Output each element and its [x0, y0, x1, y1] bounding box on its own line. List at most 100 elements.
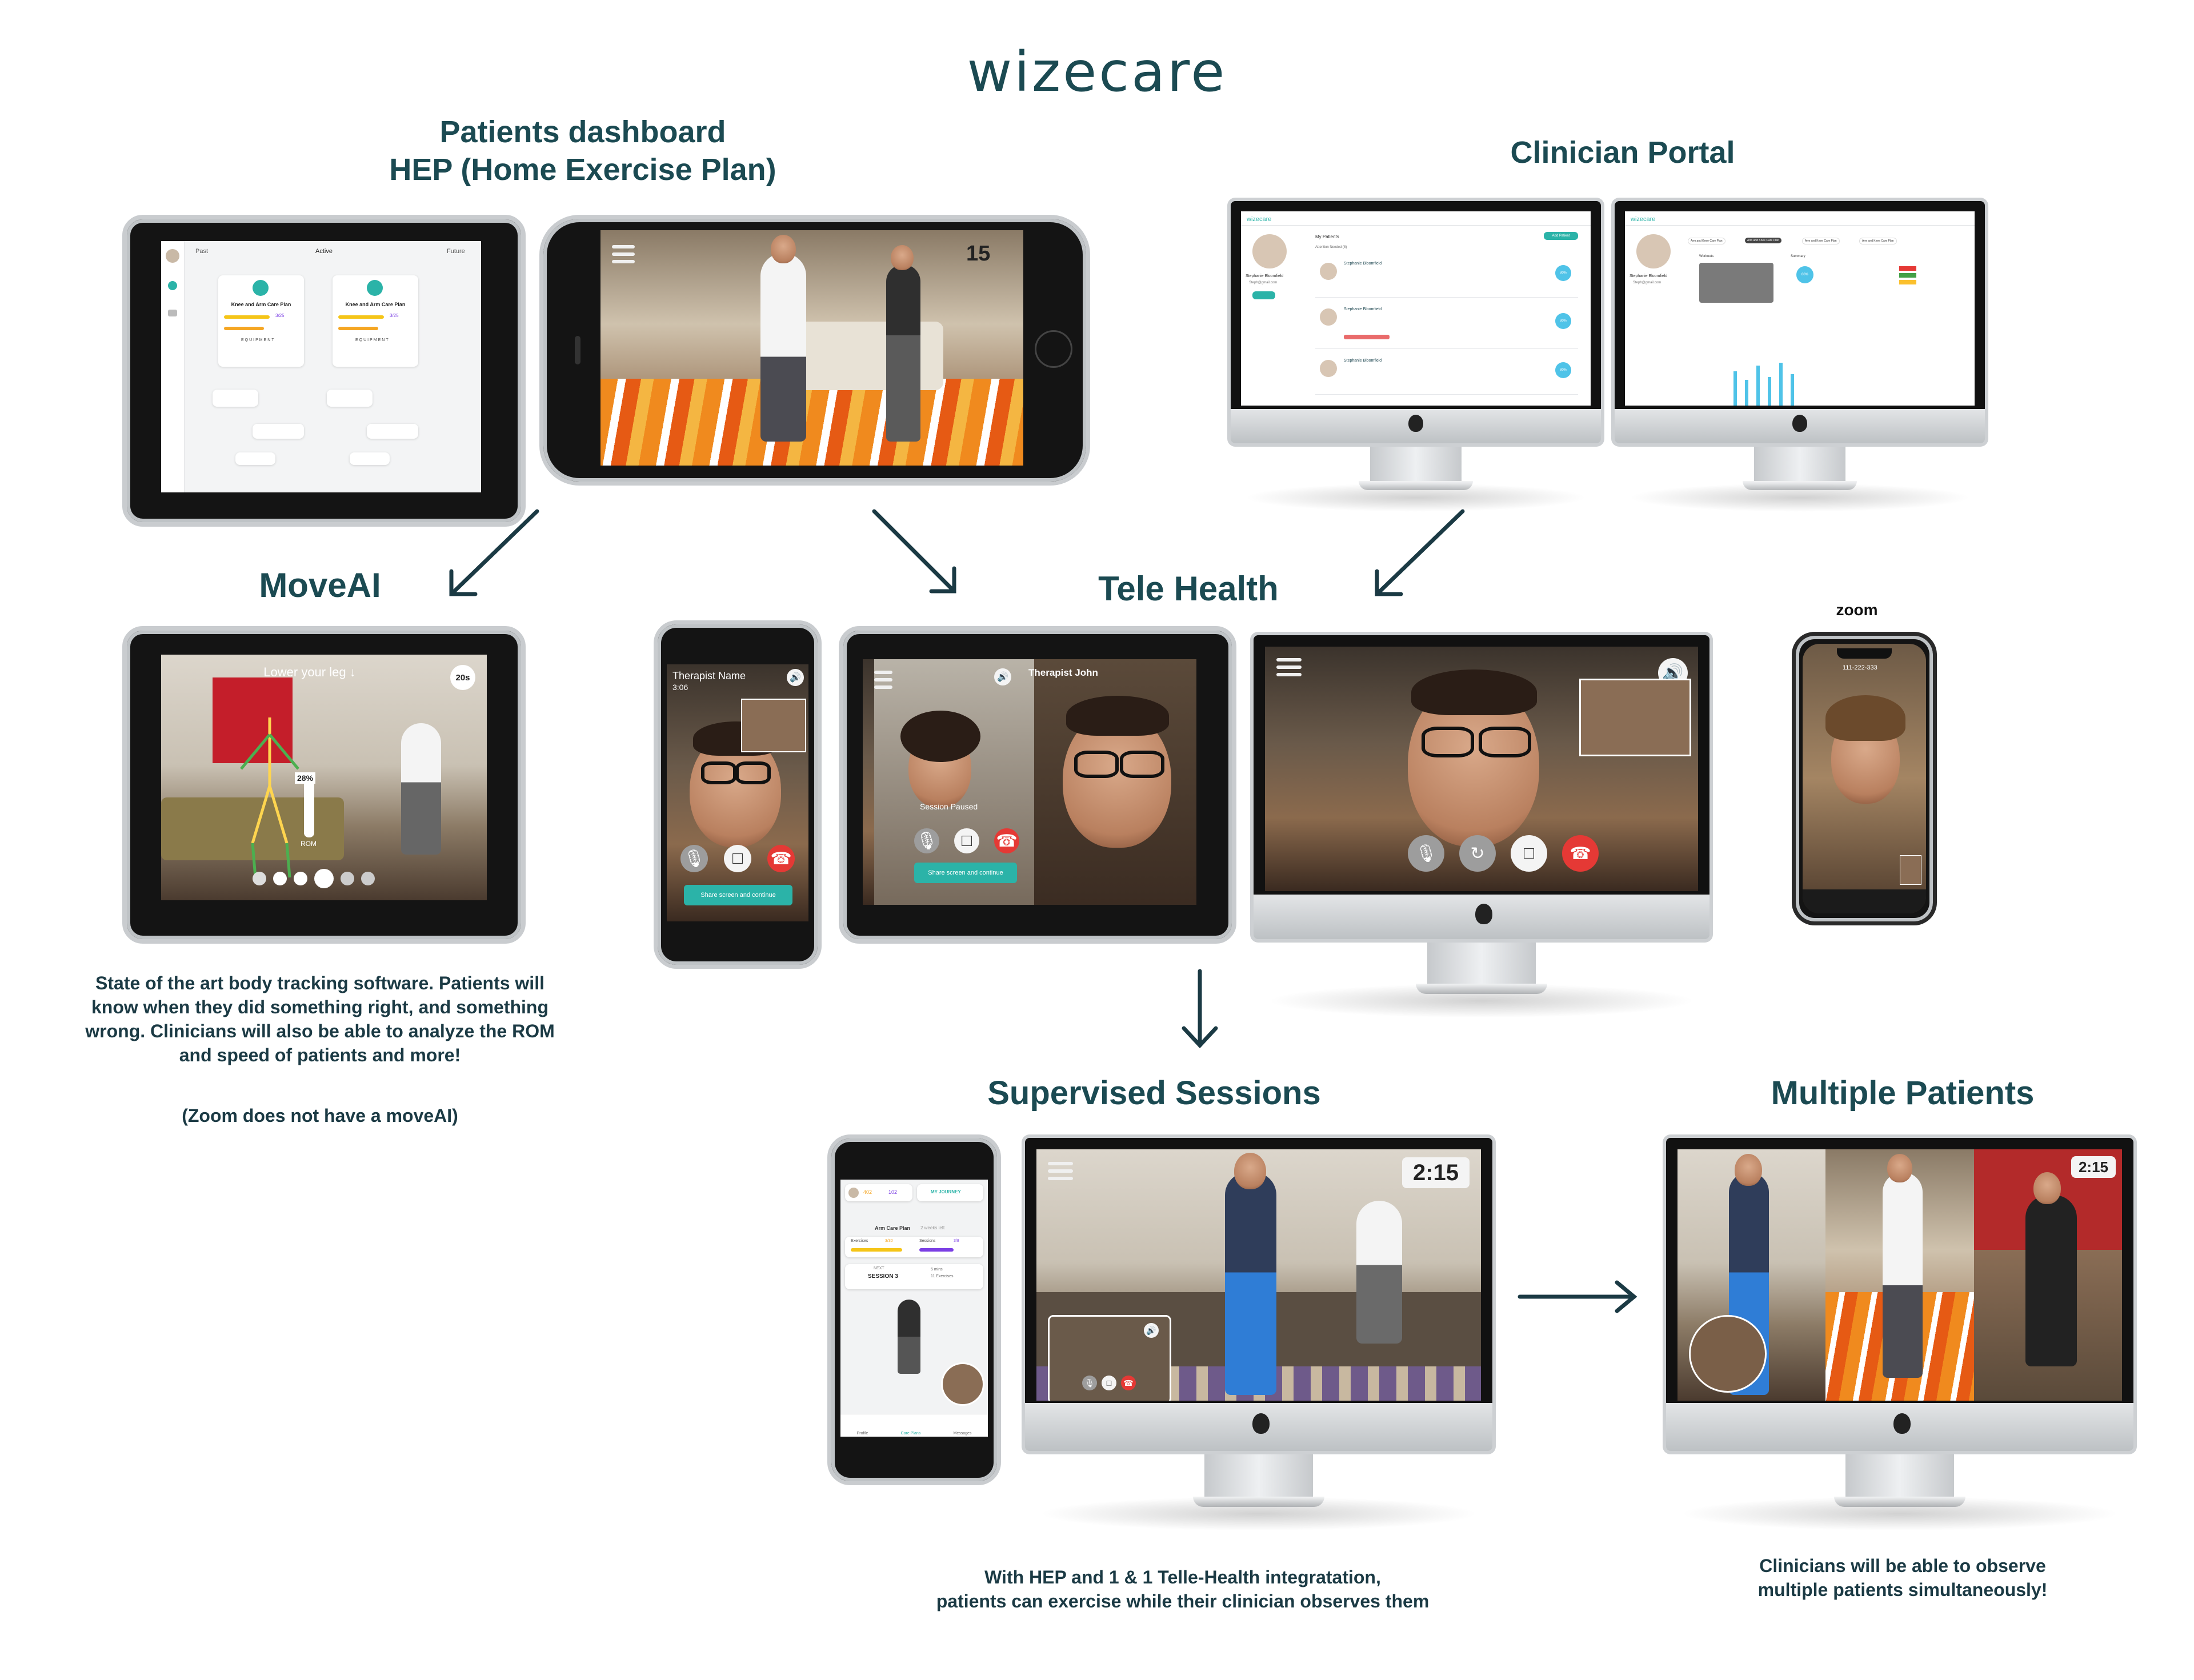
hangup-icon[interactable]: ☎	[1121, 1376, 1136, 1390]
message-icon[interactable]	[168, 310, 177, 316]
moveai-caption-line: wrong. Clinicians will also be able to a…	[85, 1021, 555, 1041]
row-avatar	[1320, 308, 1337, 326]
avatar[interactable]	[166, 249, 179, 263]
camera-icon[interactable]: □	[954, 828, 979, 853]
row-avatar	[1320, 360, 1337, 377]
nav-profile[interactable]: Profile	[856, 1432, 868, 1436]
plan-tab[interactable]: Arm and Knee Care Plan	[1802, 238, 1840, 244]
zoom-phone-screen: 111-222-333	[1803, 644, 1926, 913]
patient-email: Steph@gmail.com	[1249, 281, 1278, 284]
mute-icon[interactable]: 🎙	[914, 828, 939, 853]
session-card[interactable]	[350, 452, 390, 465]
wizecare-logo: wizecare	[967, 40, 1227, 104]
plan-icon	[253, 280, 269, 296]
step-dot	[341, 872, 354, 885]
patient-avatar	[1252, 234, 1287, 268]
portal-brand: wizecare	[1247, 216, 1272, 223]
week-card[interactable]	[367, 424, 418, 439]
nav-messages[interactable]: Messages	[953, 1432, 972, 1436]
plan-card[interactable]: Knee and Arm Care Plan 3/25 EQUIPMENT	[218, 275, 304, 367]
imac-stand	[1845, 1454, 1954, 1498]
share-screen-button[interactable]: Share screen and continue	[684, 885, 792, 905]
plan-name: Knee and Arm Care Plan	[231, 302, 291, 307]
hangup-icon[interactable]: ☎	[767, 845, 795, 872]
camera-icon[interactable]: □	[724, 845, 751, 872]
zoom-toolbar[interactable]	[1803, 889, 1926, 913]
self-view[interactable]	[1579, 679, 1691, 756]
next-session-card[interactable]: NEXT SESSION 3 5 mins 11 Exercises	[845, 1264, 983, 1289]
share-screen-button[interactable]: Share screen and continue	[914, 863, 1017, 883]
supervised-caption: With HEP and 1 & 1 Telle-Health integrat…	[914, 1565, 1451, 1613]
video-thumbnail[interactable]	[1699, 263, 1773, 303]
plan-name: Arm Care Plan	[875, 1225, 911, 1231]
mute-icon[interactable]: 🎙	[1408, 835, 1444, 872]
rom-percent: 28%	[295, 772, 316, 784]
rep-counter: 15	[966, 242, 991, 266]
therapist-bubble[interactable]	[941, 1362, 984, 1406]
imac-shadow	[1680, 1497, 2120, 1531]
speaker-icon[interactable]: 🔊	[1144, 1323, 1159, 1338]
imac-chin	[1227, 409, 1604, 447]
tele-tablet-screen: 🔊 Therapist John Session Paused 🎙 □ ☎ Sh…	[863, 659, 1196, 905]
plan-tab[interactable]: Arm and Knee Care Plan	[1745, 238, 1781, 243]
therapist-bubble[interactable]	[1689, 1315, 1767, 1393]
moveai-tablet: Lower your leg ↓ 20s 28% ROM	[122, 626, 526, 944]
exercise-figure	[898, 1300, 920, 1374]
tab-future[interactable]: Future	[447, 248, 465, 255]
caller-hair	[1825, 695, 1905, 741]
imac-bezel: 2:15 🎙 □ ☎ 🔊	[1022, 1134, 1496, 1406]
supervised-caption-line1: With HEP and 1 & 1 Telle-Health integrat…	[984, 1567, 1381, 1587]
hangup-icon[interactable]: ☎	[1562, 835, 1599, 872]
imac-shadow	[1039, 1497, 1479, 1531]
mute-icon[interactable]: 🎙	[680, 845, 708, 872]
progress-bar	[338, 327, 378, 330]
plan-card[interactable]: Knee and Arm Care Plan 3/25 EQUIPMENT	[333, 275, 418, 367]
week-card[interactable]	[327, 390, 373, 407]
row-name: Stephanie Bloomfield	[1344, 262, 1382, 266]
mute-icon[interactable]: 🎙	[1082, 1376, 1097, 1390]
tab-past[interactable]: Past	[195, 248, 209, 255]
speaker-icon[interactable]: 🔊	[994, 668, 1011, 685]
session-card[interactable]	[235, 452, 275, 465]
nav-care-plans[interactable]: Care Plans	[900, 1432, 921, 1436]
week-card[interactable]	[253, 424, 304, 439]
moveai-caption: State of the art body tracking software.…	[69, 971, 571, 1128]
patient-tile-2[interactable]	[1825, 1149, 1974, 1401]
patient-row[interactable]: Stephanie Bloomfield 80%	[1315, 257, 1578, 298]
portal-left-screen: wizecare Stephanie Bloomfield Steph@gmai…	[1241, 211, 1591, 406]
camera-icon[interactable]: □	[1511, 835, 1547, 872]
location-icon[interactable]	[168, 281, 177, 290]
share-icon[interactable]: ↻	[1459, 835, 1496, 872]
stats-card[interactable]: 402 102	[845, 1184, 912, 1201]
status-green	[1899, 273, 1916, 278]
add-patient-button[interactable]: Add Patient	[1544, 232, 1578, 240]
portal-brand: wizecare	[1631, 216, 1656, 223]
patient-row[interactable]: Stephanie Bloomfield 80%	[1315, 303, 1578, 349]
patient-figure	[1225, 1172, 1276, 1395]
multiple-patients-title: Multiple Patients	[1771, 1074, 2035, 1112]
plan-tab[interactable]: Arm and Knee Care Plan	[1859, 238, 1897, 244]
speaker-icon[interactable]: 🔊	[787, 669, 804, 686]
camera-icon[interactable]: □	[1102, 1376, 1116, 1390]
trainer-face	[891, 245, 914, 270]
apple-logo-icon	[1252, 1413, 1270, 1434]
trainer-figure	[886, 264, 920, 442]
tele-phone-screen: Therapist Name 3:06 🔊 🎙 □ ☎ Share screen…	[667, 664, 808, 921]
patient-row[interactable]: Stephanie Bloomfield 80%	[1315, 354, 1578, 395]
patient-tile-3[interactable]: 2:15	[1974, 1149, 2122, 1401]
patient-tile-1[interactable]	[1677, 1149, 1825, 1401]
plan-tab[interactable]: Arm and Knee Care Plan	[1688, 238, 1725, 244]
week-card[interactable]	[213, 390, 258, 407]
patient-face	[1735, 1154, 1762, 1186]
moveai-caption-line: State of the art body tracking software.…	[95, 973, 545, 993]
tab-active[interactable]: Active	[315, 248, 333, 255]
home-button[interactable]	[1035, 330, 1072, 368]
call-button[interactable]	[1252, 291, 1275, 299]
hangup-icon[interactable]: ☎	[994, 828, 1019, 853]
self-view[interactable]	[741, 699, 806, 752]
patient-face	[1887, 1154, 1912, 1182]
plan-icon	[367, 280, 383, 296]
supervised-sessions-title: Supervised Sessions	[987, 1074, 1321, 1112]
journey-button[interactable]: MY JOURNEY	[917, 1184, 983, 1201]
self-view[interactable]	[1900, 855, 1921, 885]
